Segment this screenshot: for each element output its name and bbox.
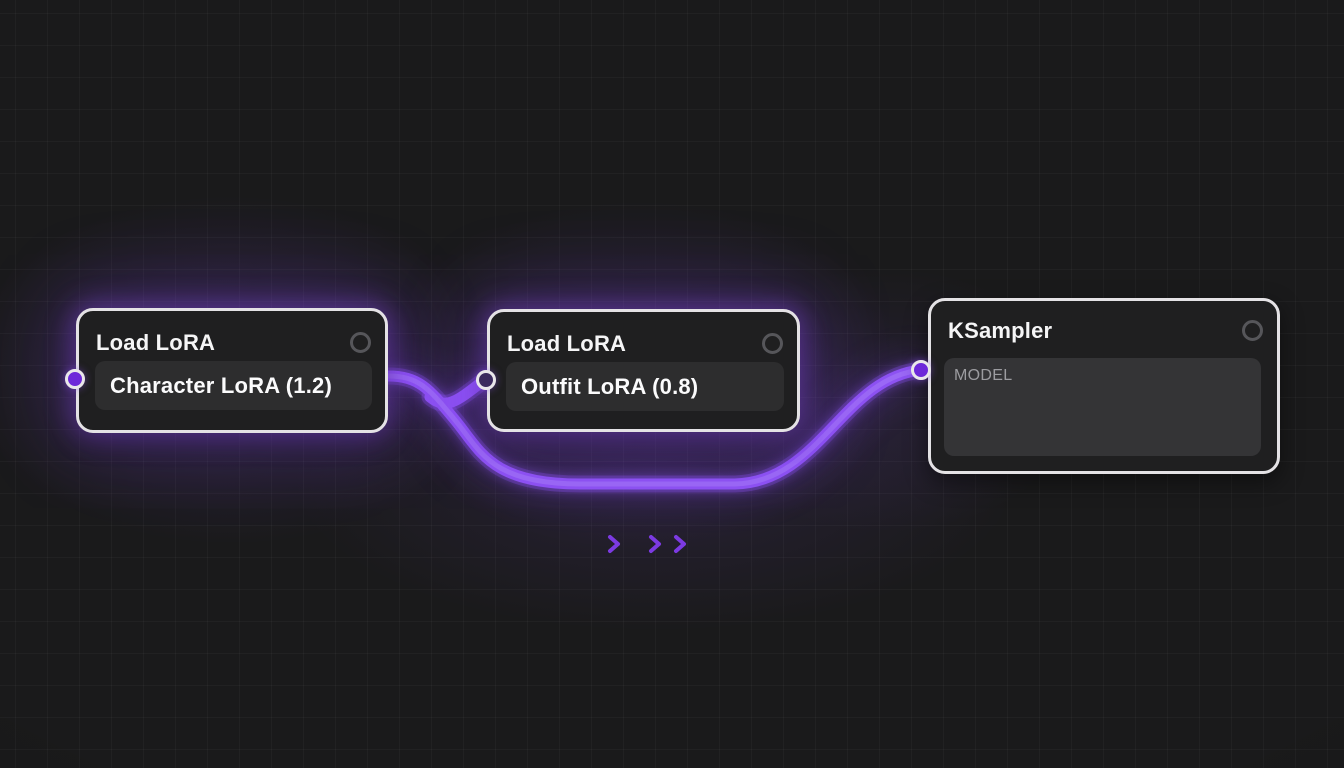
lora-name-widget[interactable]: Character LoRA (1.2) [95, 361, 372, 410]
wire-lora1-to-lora2 [424, 375, 489, 409]
widget-value: Outfit LoRA (0.8) [521, 373, 699, 399]
output-port-icon[interactable] [350, 332, 371, 353]
model-input-label: MODEL [954, 367, 1013, 384]
lora-name-widget[interactable]: Outfit LoRA (0.8) [506, 362, 784, 411]
output-port-icon[interactable] [762, 333, 783, 354]
chevron-right-icon [649, 535, 661, 553]
node-header: Load LoRA [79, 311, 385, 361]
node-header: Load LoRA [490, 312, 797, 362]
widget-value: Character LoRA (1.2) [110, 372, 333, 398]
node-title: KSampler [948, 317, 1053, 343]
node-title: Load LoRA [96, 329, 216, 355]
wire-highlight [385, 367, 924, 487]
node-ksampler[interactable]: KSampler MODEL [928, 298, 1280, 474]
input-port-lora2[interactable] [476, 370, 496, 390]
node-load-lora-2[interactable]: Load LoRA Outfit LoRA (0.8) [487, 309, 800, 432]
input-port-lora1[interactable] [65, 369, 85, 389]
output-port-icon[interactable] [1242, 320, 1263, 341]
input-port-ksampler-model[interactable] [911, 360, 931, 380]
node-title: Load LoRA [507, 330, 627, 356]
chevron-right-icon [608, 535, 620, 553]
node-load-lora-1[interactable]: Load LoRA Character LoRA (1.2) [76, 308, 388, 433]
ksampler-input-area: MODEL [944, 358, 1261, 456]
chevron-right-icon [674, 535, 686, 553]
node-header: KSampler [931, 301, 1277, 349]
